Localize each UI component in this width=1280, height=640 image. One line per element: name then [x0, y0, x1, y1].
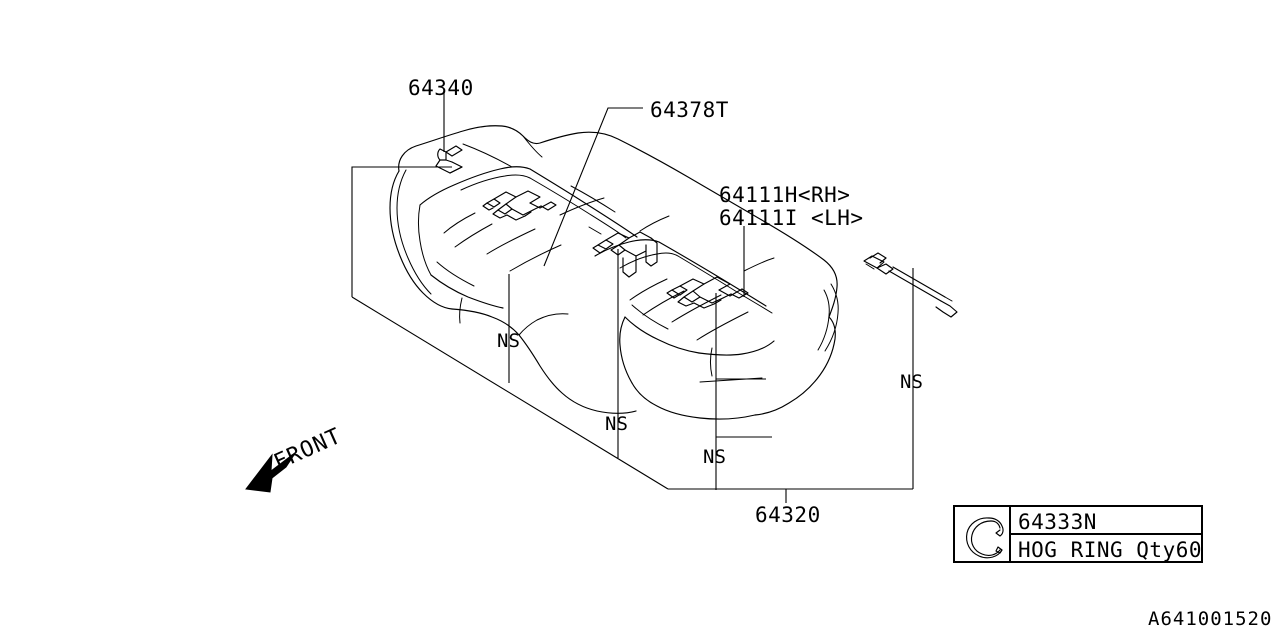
callout-labels: 64340 64378T 64111H<RH> 64111I <LH> 6432… — [408, 76, 864, 527]
seat-cushion-assembly — [389, 125, 839, 420]
ns-marker-1: NS — [497, 330, 520, 352]
callout-64111H-rh: 64111H<RH> — [719, 183, 850, 207]
front-orientation-marker: FRONT — [245, 424, 346, 493]
callout-64378T: 64378T — [650, 98, 729, 122]
cushion-clip-detail-right — [666, 276, 749, 309]
seat-clip-64340 — [435, 145, 463, 174]
drawing-number: A641001520 — [1148, 608, 1272, 630]
legend-box: 64333N HOG RING Qty60 — [953, 505, 1203, 563]
seat-rod-part — [863, 252, 958, 318]
ns-marker-2: NS — [605, 413, 628, 435]
ns-markers: NS NS NS NS — [497, 330, 923, 468]
leader-lines — [351, 93, 914, 503]
callout-64340: 64340 — [408, 76, 474, 100]
ns-marker-3: NS — [703, 446, 726, 468]
seat-wire-hook-center — [592, 231, 658, 278]
callout-64111I-lh: 64111I <LH> — [719, 206, 864, 230]
callout-64320: 64320 — [755, 503, 821, 527]
front-arrow-icon — [245, 451, 297, 493]
legend-description: HOG RING Qty60 — [1018, 538, 1202, 562]
cushion-clip-detail-left — [482, 190, 557, 221]
hog-ring-icon — [965, 517, 1004, 559]
front-label: FRONT — [270, 424, 345, 476]
legend-part-number: 64333N — [1018, 510, 1097, 534]
ns-marker-4: NS — [900, 371, 923, 393]
